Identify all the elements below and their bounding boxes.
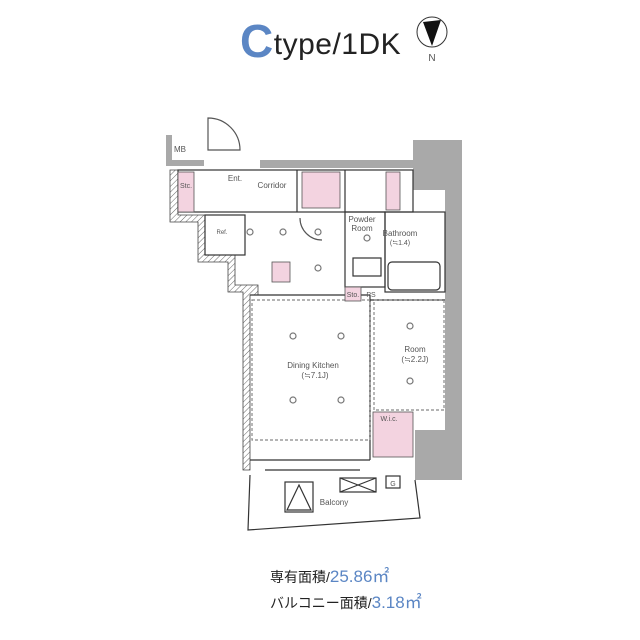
exclusive-area-label: 専有面積/ (270, 569, 330, 585)
label-room: Room (404, 345, 426, 354)
ceiling-lights (246, 228, 414, 404)
exterior-walls (166, 135, 462, 480)
label-ref: Ref. (216, 230, 227, 236)
label-balcony: Balcony (320, 498, 348, 507)
label-wic: W.i.c. (380, 416, 397, 423)
balcony-area: バルコニー面積/3.18㎡ (270, 590, 422, 616)
label-corridor: Corridor (258, 181, 287, 190)
label-powder-room-2: Room (351, 224, 373, 233)
balcony-area-value: 3.18㎡ (371, 593, 422, 612)
label-storage-left: Stc. (180, 183, 192, 190)
label-bathroom: Bathroom (383, 229, 418, 238)
label-dining-kitchen: Dining Kitchen (287, 361, 339, 370)
label-bathroom-size: (≒1.4) (390, 240, 410, 247)
north-compass-icon: N (414, 14, 454, 69)
plan-type-title: Ctype/1DK (240, 14, 401, 68)
storage-areas (177, 171, 414, 458)
label-gas: G (390, 481, 395, 488)
exclusive-area-value: 25.86㎡ (329, 567, 390, 586)
label-powder-room-1: Powder (348, 215, 375, 224)
label-ps: PS (366, 292, 376, 299)
exclusive-area: 専有面積/25.86㎡ (270, 564, 422, 590)
type-name: type/1DK (273, 28, 402, 61)
compass-north-label: N (428, 53, 435, 64)
balcony-area-label: バルコニー面積/ (270, 595, 372, 611)
label-dining-kitchen-size: (≒7.1J) (301, 371, 328, 380)
label-room-size: (≒2.2J) (401, 355, 428, 364)
label-storage: Sto. (347, 292, 360, 299)
label-entrance: Ent. (228, 174, 242, 183)
label-mb: MB (174, 145, 186, 154)
type-letter: C (240, 15, 274, 67)
area-summary: 専有面積/25.86㎡ バルコニー面積/3.18㎡ (270, 564, 422, 616)
